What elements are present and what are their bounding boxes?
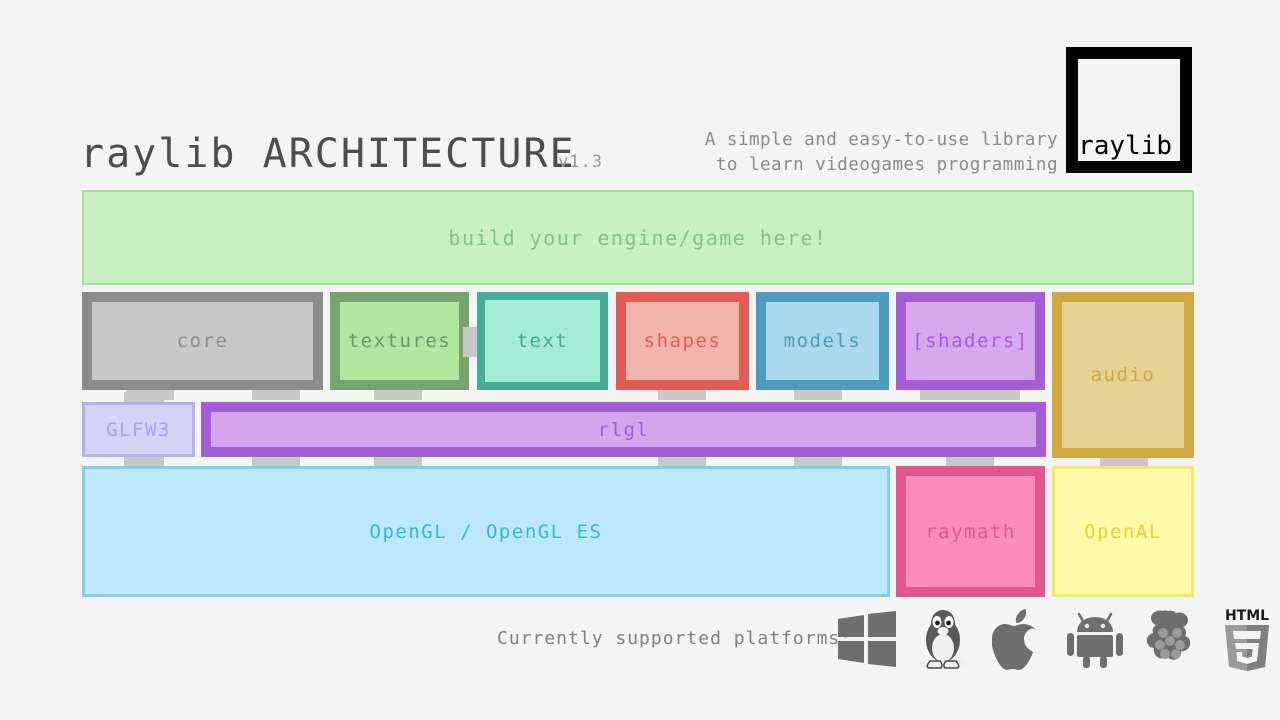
bottom-layer-label: OpenGL / OpenGL ES: [369, 520, 603, 543]
svg-text:HTML: HTML: [1225, 608, 1269, 624]
connector-tab: [794, 457, 842, 467]
bottom-layer-label: OpenAL: [1084, 520, 1162, 543]
module-audio: audio: [1052, 292, 1194, 458]
connector-tab: [1100, 458, 1148, 468]
tagline-line-1: A simple and easy-to-use library: [704, 130, 1058, 150]
user-layer-label: build your engine/game here!: [448, 225, 828, 250]
connector-tab: [374, 457, 422, 467]
middle-layer-label: GLFW3: [106, 418, 171, 441]
connector-tab: [252, 457, 300, 467]
bottom-layer-openal: OpenAL: [1052, 466, 1194, 597]
user-layer-box: build your engine/game here!: [82, 190, 1194, 285]
module-shapes: shapes: [616, 292, 749, 390]
tagline: A simple and easy-to-use library to lear…: [705, 128, 1058, 178]
page-title: raylib ARCHITECTURE: [80, 131, 576, 177]
module-core: core: [82, 292, 323, 390]
connector-tab: [124, 392, 164, 402]
middle-layer-glfw3: GLFW3: [82, 402, 195, 457]
platforms-label: Currently supported platforms:: [497, 628, 853, 649]
module-label: [shaders]: [912, 330, 1029, 352]
bottom-layer-opengl-opengl-es: OpenGL / OpenGL ES: [82, 466, 890, 597]
module-shaders: [shaders]: [896, 292, 1045, 390]
bottom-layer-raymath: raymath: [896, 466, 1045, 597]
middle-layer-rlgl: rlgl: [201, 402, 1046, 457]
windows-icon: [836, 604, 898, 674]
version-label: v1.3: [558, 152, 603, 172]
html5-icon: HTML: [1216, 604, 1278, 674]
raylib-logo-text: raylib: [1078, 131, 1172, 161]
connector-tab: [658, 390, 706, 400]
module-label: audio: [1090, 364, 1156, 386]
module-label: core: [176, 330, 229, 352]
connector-tab: [374, 390, 422, 400]
module-text: text: [477, 292, 608, 390]
connector-tab: [124, 457, 164, 467]
android-icon: [1064, 604, 1126, 674]
platform-icon-row: HTML: [836, 604, 1278, 674]
module-label: textures: [347, 330, 452, 352]
connector-tab: [920, 390, 1020, 400]
module-textures: textures: [330, 292, 469, 390]
module-label: shapes: [643, 330, 722, 352]
connector-tab: [463, 327, 477, 357]
tagline-line-2: to learn videogames programming: [715, 155, 1058, 175]
module-models: models: [756, 292, 889, 390]
apple-icon: [988, 604, 1050, 674]
connector-tab: [658, 457, 706, 467]
bottom-layer-label: raymath: [925, 520, 1016, 543]
connector-tab: [252, 390, 300, 400]
raylib-logo: raylib: [1066, 47, 1192, 173]
middle-layer-label: rlgl: [597, 418, 650, 441]
module-label: models: [783, 330, 862, 352]
connector-tab: [794, 390, 842, 400]
linux-icon: [912, 604, 974, 674]
raspberrypi-icon: [1140, 604, 1202, 674]
module-label: text: [516, 330, 569, 352]
connector-tab: [946, 457, 994, 467]
